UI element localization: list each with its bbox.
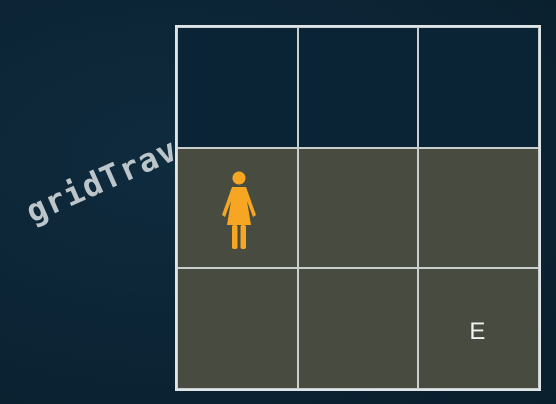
grid-cell-end: E — [418, 268, 539, 389]
grid-cell-r2-c2 — [297, 147, 419, 269]
grid-cell-r1-c3 — [418, 27, 539, 148]
grid: E — [175, 25, 541, 391]
grid-cell-r1-c2 — [297, 27, 419, 148]
grid-cell-r2-c3 — [418, 147, 539, 269]
grid-cell-r3-c1 — [177, 268, 298, 389]
grid-cell-r1-c1 — [177, 27, 298, 148]
grid-cell-start — [177, 147, 298, 269]
woman-icon — [222, 171, 256, 249]
grid-cell-r3-c2 — [297, 268, 419, 389]
end-marker: E — [469, 318, 486, 346]
